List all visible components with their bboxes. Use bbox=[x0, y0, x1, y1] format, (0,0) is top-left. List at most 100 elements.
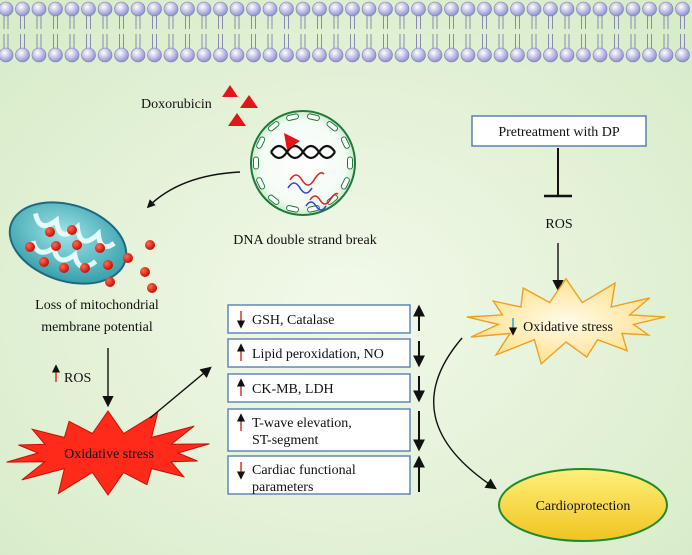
lipid-head bbox=[279, 47, 294, 63]
lipid-head bbox=[229, 47, 245, 63]
lipid-head bbox=[576, 1, 591, 17]
doxorubicin-intercalated bbox=[284, 133, 300, 150]
lipid-head bbox=[444, 47, 459, 63]
marker-item: CK-MB, LDH bbox=[227, 373, 425, 403]
ros-dot bbox=[147, 283, 157, 293]
cell-membrane bbox=[0, 1, 690, 63]
cardioprotection-label: Cardioprotection bbox=[536, 499, 631, 514]
marker-box bbox=[227, 408, 411, 452]
oxidative-stress-left-label: Oxidative stress bbox=[64, 447, 154, 462]
ros-dot bbox=[25, 242, 35, 252]
lipid-head bbox=[246, 47, 261, 63]
marker-text: parameters bbox=[252, 480, 313, 495]
lipid-head bbox=[279, 1, 294, 17]
lipid-head bbox=[559, 47, 575, 63]
lipid-head bbox=[196, 47, 212, 63]
lipid-head bbox=[378, 47, 393, 63]
ros-dot bbox=[95, 243, 105, 253]
lipid-head bbox=[345, 47, 360, 63]
oxidative-stress-burst-left bbox=[6, 410, 210, 496]
lipid-head bbox=[592, 47, 608, 63]
dna-helix bbox=[270, 144, 336, 160]
lipid-head bbox=[64, 1, 80, 17]
lipid-head bbox=[312, 1, 327, 17]
ros-dot bbox=[103, 260, 113, 270]
lipid-head bbox=[0, 47, 14, 63]
lipid-head bbox=[345, 1, 360, 17]
ros-dot bbox=[67, 225, 77, 235]
marker-text: Cardiac functional bbox=[252, 463, 356, 478]
marker-item: Cardiac functional parameters bbox=[227, 455, 425, 495]
lipid-head bbox=[97, 1, 113, 17]
lipid-head bbox=[576, 47, 591, 63]
lipid-head bbox=[394, 1, 410, 17]
lipid-head bbox=[658, 1, 674, 17]
lipid-head bbox=[81, 1, 96, 17]
lipid-head bbox=[378, 1, 393, 17]
marker-text: GSH, Catalase bbox=[252, 313, 334, 328]
lipid-head bbox=[312, 47, 327, 63]
ros-dot bbox=[72, 240, 82, 250]
lipid-head bbox=[427, 47, 443, 63]
lipid-head bbox=[361, 1, 377, 17]
ros-dot bbox=[105, 277, 115, 287]
lipid-head bbox=[213, 47, 228, 63]
lipid-head bbox=[213, 1, 228, 17]
lipid-head bbox=[477, 1, 492, 17]
marker-text: ST-segment bbox=[252, 433, 318, 448]
lipid-head bbox=[295, 1, 311, 17]
lipid-head bbox=[147, 47, 162, 63]
dna-break-label: DNA double strand break bbox=[233, 233, 376, 248]
lipid-head bbox=[246, 1, 261, 17]
ros-dot bbox=[80, 263, 90, 273]
lipid-head bbox=[64, 47, 80, 63]
marker-item: Lipid peroxidation, NO bbox=[227, 338, 425, 368]
ros-dot bbox=[39, 257, 49, 267]
nuclear-pores bbox=[253, 113, 353, 213]
lipid-head bbox=[609, 47, 624, 63]
lipid-head bbox=[625, 1, 641, 17]
lipid-head bbox=[262, 1, 278, 17]
ros-dot bbox=[123, 253, 133, 263]
lipid-head bbox=[625, 47, 641, 63]
ros-dot bbox=[140, 267, 150, 277]
lipid-head bbox=[411, 1, 426, 17]
lipid-head bbox=[394, 47, 410, 63]
nucleus bbox=[250, 110, 356, 216]
marker-box bbox=[227, 338, 411, 368]
lipid-head bbox=[493, 1, 509, 17]
lipid-head bbox=[31, 1, 47, 17]
lipid-head bbox=[543, 1, 558, 17]
lipid-head bbox=[130, 1, 146, 17]
ros-dot bbox=[59, 263, 69, 273]
ros-left-label: ROS bbox=[64, 371, 91, 386]
marker-box bbox=[227, 304, 411, 334]
lipid-head bbox=[361, 47, 377, 63]
lipid-head bbox=[477, 47, 492, 63]
lipid-head bbox=[559, 1, 575, 17]
lipid-head bbox=[609, 1, 624, 17]
lipid-head bbox=[592, 1, 608, 17]
lipid-head bbox=[147, 1, 162, 17]
lipid-head bbox=[114, 47, 129, 63]
lipid-head bbox=[163, 1, 179, 17]
oxidative-stress-right-label: Oxidative stress bbox=[523, 320, 613, 335]
lipid-head bbox=[97, 47, 113, 63]
lipid-head bbox=[81, 47, 96, 63]
lipid-head bbox=[543, 47, 558, 63]
arrow-to-cardioprotection bbox=[432, 337, 497, 490]
cardioprotection-ellipse bbox=[498, 468, 668, 542]
lipid-head bbox=[31, 47, 47, 63]
lipid-head bbox=[180, 47, 195, 63]
lipid-head bbox=[48, 47, 63, 63]
lipid-head bbox=[15, 1, 30, 17]
lipid-head bbox=[642, 1, 657, 17]
lipid-head bbox=[196, 1, 212, 17]
lipid-head bbox=[114, 1, 129, 17]
marker-text: CK-MB, LDH bbox=[252, 382, 334, 397]
marker-box bbox=[227, 373, 411, 403]
lipid-head bbox=[642, 47, 657, 63]
lipid-head bbox=[262, 47, 278, 63]
